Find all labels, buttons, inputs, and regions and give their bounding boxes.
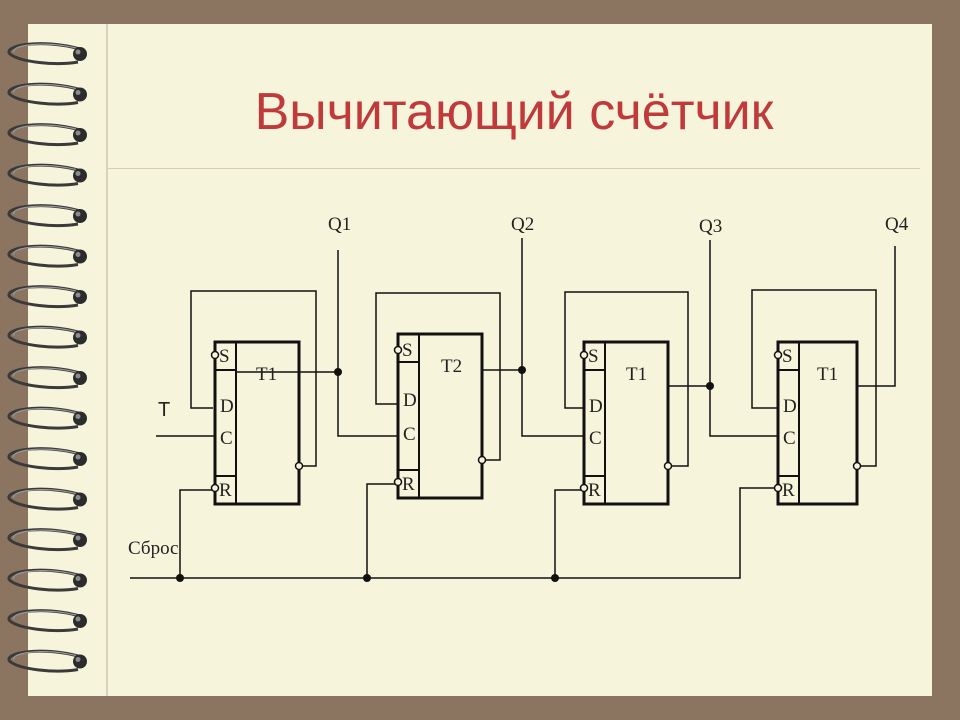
reset-wire-2 [366,483,398,578]
spiral-ring [7,649,87,673]
spiral-ring [7,487,87,511]
spiral-ring [7,82,87,106]
pin-d-label: D [783,396,797,417]
spiral-ring [7,42,87,66]
trigger-4 [776,340,859,506]
junction-dot [334,368,342,376]
pin-r-label: R [588,480,601,501]
reset-wire-3 [554,489,584,578]
spiral-ring [7,528,87,552]
pin-r-label: R [782,480,795,501]
triggers [213,332,859,506]
spiral-ring [7,204,87,228]
inversion-circles [210,345,862,493]
output-label: Q3 [699,216,722,237]
output-label: Q2 [511,214,534,235]
pin-c-label: C [220,428,233,449]
trigger-name-label: T2 [441,356,462,377]
title-divider [108,168,920,169]
input-t-label: T [158,399,170,421]
output-label: Q4 [885,214,909,235]
junction-dot [363,574,371,582]
pin-s-label: S [219,346,230,367]
spiral-ring [7,568,87,592]
output-label: Q1 [328,214,351,235]
feedback-2 [375,292,501,461]
trigger-2 [396,332,484,500]
spiral-ring [7,406,87,430]
trigger-1 [213,340,301,506]
trigger-name-label: T1 [626,364,647,385]
pin-c-label: C [403,424,416,445]
pin-c-label: C [783,428,796,449]
reset-wire-1 [179,489,213,578]
pin-s-label: S [782,346,793,367]
spiral-ring [7,366,87,390]
pin-d-label: D [403,390,417,411]
reset-label: Сброс [128,538,178,559]
q4-line [857,246,896,387]
trigger-name-label: T1 [256,364,277,385]
clock-link-3-4 [709,386,778,437]
pin-s-label: S [588,346,599,367]
junctions [176,366,714,582]
trigger-names: T1 T2 T1 T1 [256,356,838,385]
spiral-ring [7,123,87,147]
spiral-ring [7,163,87,187]
pin-d-label: D [589,396,603,417]
clock-link-2-3 [521,370,584,437]
pin-d-label: D [220,396,234,417]
margin-line [106,24,108,696]
slide-title: Вычитающий счётчик [254,83,774,141]
pin-s-label: S [402,340,413,361]
trigger-3 [582,340,670,506]
spiral-ring [7,447,87,471]
feedback-4 [751,289,877,467]
junction-dot [551,574,559,582]
pin-labels: S D C R S D C R S D C R S D C R [219,340,797,501]
feedback-3 [564,291,689,467]
clock-link-1-2 [337,372,398,437]
feedback-1 [190,290,317,467]
reset-bus [130,487,778,579]
pin-r-label: R [402,474,415,495]
spiral-ring [7,325,87,349]
spiral-ring [7,285,87,309]
trigger-name-label: T1 [817,364,838,385]
pin-c-label: C [589,428,602,449]
junction-dot [176,574,184,582]
junction-dot [518,366,526,374]
spiral-ring [7,609,87,633]
wires [130,238,896,579]
notebook-page [28,24,932,696]
pin-r-label: R [219,480,232,501]
spiral-binding [7,42,87,673]
spiral-ring [7,244,87,268]
junction-dot [706,382,714,390]
output-labels: Q1 Q2 Q3 Q4 [328,214,909,237]
